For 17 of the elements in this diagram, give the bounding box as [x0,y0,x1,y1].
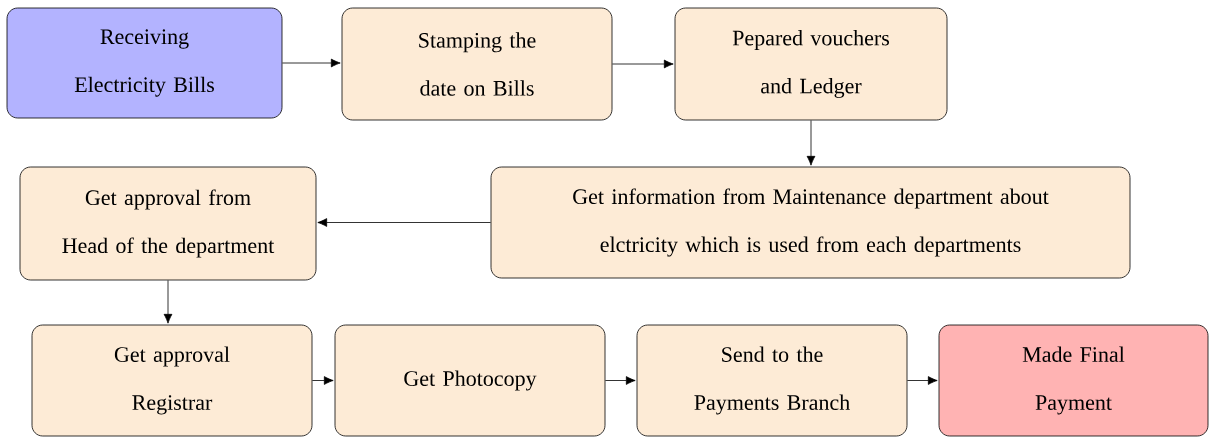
process-box: Get information from Maintenance department about elctricity which is used from each departments [490,166,1131,279]
process-box: Send to the Payments Branch [636,324,908,437]
process-box: Made Final Payment [938,324,1209,437]
arrow [317,218,491,227]
process-box: Receiving Electricity Bills [6,7,283,119]
arrow [163,280,173,324]
arrow [907,376,938,385]
process-box: Get approval Registrar [31,324,313,437]
process-box: Get approval from Head of the department [19,166,317,281]
process-box: Stamping the date on Bills [341,7,613,121]
arrow [312,376,334,385]
arrow [605,376,636,385]
arrow [282,58,341,68]
process-box: Get Photocopy [334,324,606,437]
arrow [612,59,674,69]
arrow [806,120,816,166]
process-box: Pepared vouchers and Ledger [674,7,948,121]
